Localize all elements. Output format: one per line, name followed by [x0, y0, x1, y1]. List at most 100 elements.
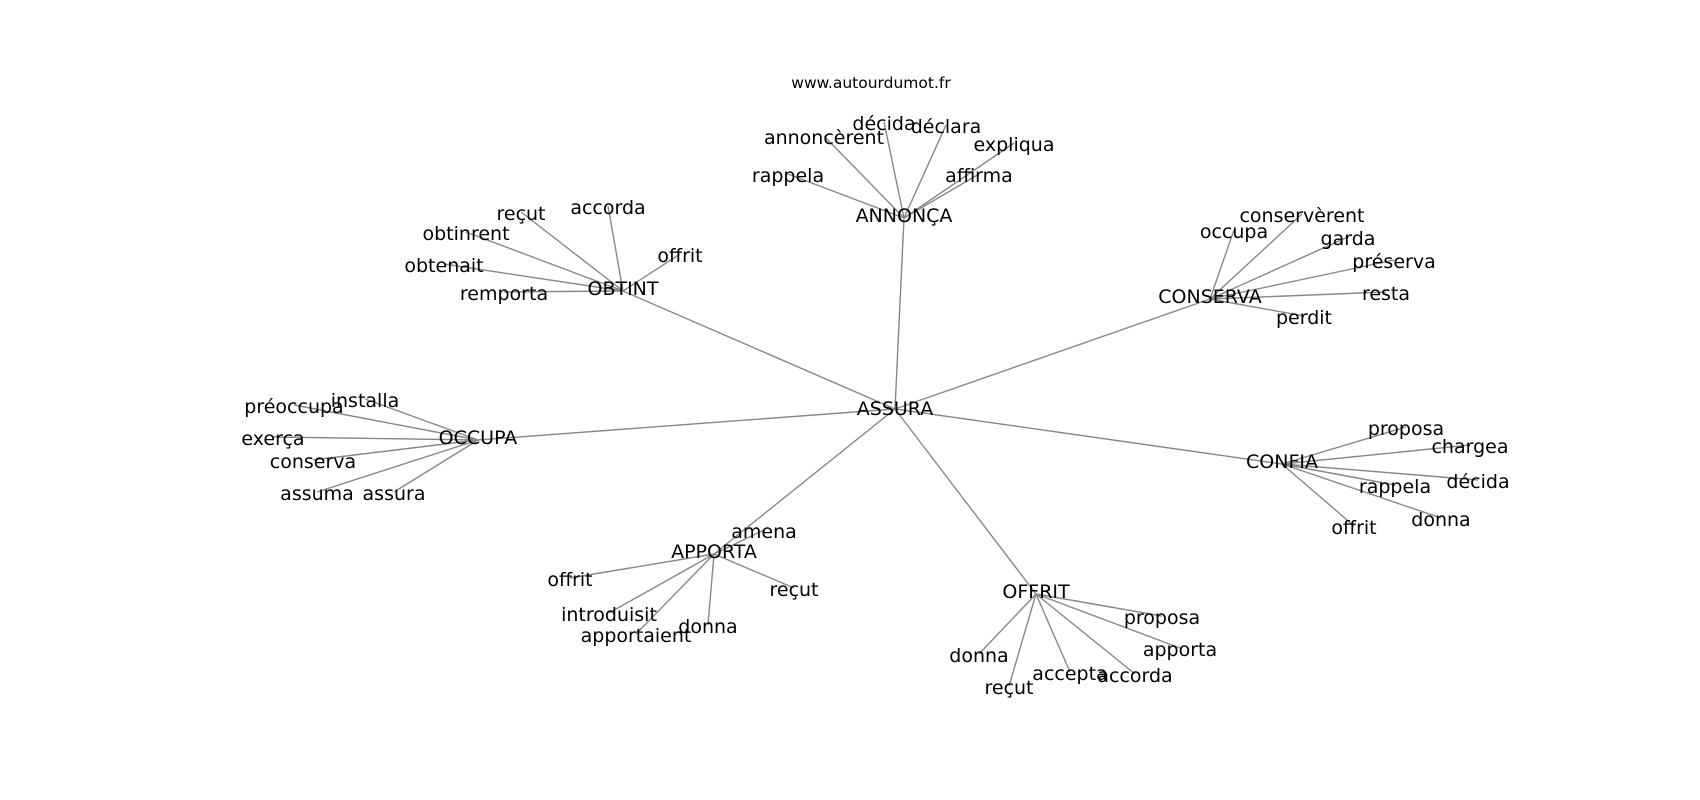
edge-apporta-leaf [707, 553, 715, 626]
edge-offrit-leaf [1035, 593, 1071, 673]
leaf-node: proposa [1368, 418, 1444, 440]
leaf-node: affirma [945, 165, 1013, 187]
leaf-node: obtenait [404, 255, 483, 277]
edge-center-occupa [477, 408, 896, 441]
leaf-node: accorda [570, 197, 645, 219]
edge-conserva-leaf [1209, 236, 1349, 300]
leaf-node: introduisit [561, 604, 657, 626]
edge-confia-leaf [1281, 463, 1396, 486]
edge-occupa-leaf [293, 404, 479, 441]
leaf-node: décida [852, 113, 915, 135]
edge-conserva-leaf [1209, 291, 1387, 300]
edge-obtint-leaf [520, 211, 624, 292]
leaf-node: installa [331, 390, 400, 412]
edge-occupa-leaf [272, 436, 479, 441]
leaf-node: annoncèrent [764, 127, 884, 149]
leaf-node: expliqua [974, 134, 1055, 156]
edge-offrit-leaf [978, 593, 1037, 655]
hub-node-conserva: CONSERVA [1158, 286, 1261, 308]
leaf-node: chargea [1431, 436, 1508, 458]
edge-center-offrit [894, 408, 1037, 595]
graph-labels: www.autourdumot.fr ASSURA ANNONÇA rappela a… [241, 74, 1509, 699]
edge-center-confia [894, 408, 1283, 465]
leaf-node: donna [949, 645, 1008, 667]
watermark-text: www.autourdumot.fr [791, 74, 951, 92]
edge-obtint-leaf [443, 263, 624, 292]
leaf-node: conservèrent [1239, 205, 1364, 227]
edge-confia-leaf [1281, 463, 1442, 519]
leaf-node: perdit [1276, 307, 1332, 329]
leaf-node: assura [363, 483, 426, 505]
edge-annonca-leaf [903, 124, 947, 219]
edge-occupa-leaf [312, 439, 479, 461]
edge-confia-leaf [1281, 426, 1407, 465]
edge-offrit-leaf [1035, 593, 1163, 617]
edge-occupa-leaf [316, 439, 479, 493]
edge-apporta-leaf [569, 553, 715, 579]
edge-obtint-leaf [465, 231, 624, 292]
leaf-node: donna [1411, 509, 1470, 531]
leaf-node: apportaient [581, 625, 692, 647]
edge-conserva-leaf [1209, 259, 1395, 300]
hub-node-occupa: OCCUPA [439, 427, 518, 449]
edge-conserva-leaf [1209, 213, 1303, 300]
leaf-node: accepta [1032, 663, 1107, 685]
edge-conserva-leaf [1209, 298, 1305, 317]
leaf-node: garda [1321, 228, 1376, 250]
leaf-node: assuma [280, 483, 354, 505]
graph-edges [272, 121, 1479, 687]
leaf-node: offrit [547, 569, 592, 591]
edge-apporta-leaf [635, 553, 715, 635]
leaf-node: exerça [241, 428, 304, 450]
leaf-node: remporta [460, 283, 548, 305]
edge-annonca-leaf [787, 173, 905, 219]
leaf-node: obtinrent [422, 223, 509, 245]
leaf-node: rappela [1359, 476, 1431, 498]
leaf-node: reçut [769, 579, 818, 601]
edge-center-annonca [894, 217, 905, 410]
hub-node-apporta: APPORTA [671, 541, 757, 563]
edge-obtint-leaf [607, 205, 624, 292]
edge-apporta-leaf [713, 529, 765, 555]
edge-annonca-leaf [903, 173, 980, 219]
edge-conserva-leaf [1209, 229, 1235, 300]
leaf-node: préoccupa [244, 396, 343, 418]
edge-offrit-leaf [1035, 593, 1181, 649]
hub-node-confia: CONFIA [1246, 451, 1318, 473]
edge-obtint-leaf [503, 290, 624, 293]
leaf-node: accorda [1097, 665, 1172, 687]
leaf-node: déclara [911, 116, 982, 138]
hub-node-annonca: ANNONÇA [856, 205, 953, 227]
leaf-node: décida [1446, 471, 1509, 493]
edge-annonca-leaf [823, 135, 905, 219]
leaf-node: proposa [1124, 607, 1200, 629]
edge-confia-leaf [1281, 463, 1479, 481]
edge-offrit-leaf [1035, 593, 1136, 675]
edge-confia-leaf [1281, 444, 1471, 465]
leaf-node: reçut [496, 203, 545, 225]
hub-node-offrit: OFFRIT [1002, 581, 1070, 603]
leaf-node: offrit [1331, 517, 1376, 539]
edge-occupa-leaf [364, 398, 479, 441]
leaf-node: donna [678, 616, 737, 638]
edge-confia-leaf [1281, 463, 1355, 527]
hub-node-obtint: OBTINT [587, 278, 658, 300]
edge-obtint-leaf [622, 253, 681, 292]
leaf-node: apporta [1143, 639, 1217, 661]
edge-offrit-leaf [1008, 593, 1037, 687]
center-node: ASSURA [857, 398, 933, 420]
edge-occupa-leaf [393, 439, 479, 493]
edge-annonca-leaf [903, 142, 1015, 219]
leaf-node: offrit [657, 245, 702, 267]
edge-center-apporta [713, 408, 896, 555]
edge-center-conserva [894, 298, 1211, 410]
edge-center-obtint [622, 290, 896, 410]
edge-annonca-leaf [883, 121, 905, 219]
leaf-node: rappela [752, 165, 824, 187]
leaf-node: reçut [984, 677, 1033, 699]
leaf-node: resta [1362, 283, 1410, 305]
edge-apporta-leaf [713, 553, 795, 589]
edge-apporta-leaf [608, 553, 715, 614]
leaf-node: occupa [1200, 221, 1268, 243]
